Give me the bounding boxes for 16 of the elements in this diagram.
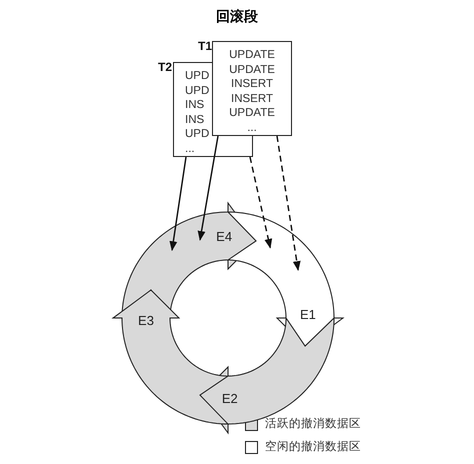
segment-label: E2 — [222, 390, 238, 406]
operation-list: UPD UPD INS INS UPD ... — [185, 69, 210, 157]
transaction-label: T1 — [198, 39, 212, 53]
dashed-arrow — [249, 156, 272, 249]
operation-list: UPDATE UPDATE INSERT INSERT UPDATE ... — [229, 48, 275, 136]
arrow — [169, 156, 187, 252]
segment-label: E1 — [300, 307, 316, 322]
segment-label: E3 — [138, 312, 154, 328]
segment-label: E4 — [216, 229, 232, 244]
transaction-box — [212, 41, 292, 136]
transaction-label: T2 — [158, 60, 172, 74]
dashed-arrow — [276, 136, 301, 271]
diagram-title: 回滚段 — [216, 8, 258, 24]
legend-label: 活跃的撤消数据区 — [265, 416, 361, 431]
legend-label: 空闲的撤消数据区 — [265, 439, 361, 454]
arrow — [198, 136, 219, 241]
